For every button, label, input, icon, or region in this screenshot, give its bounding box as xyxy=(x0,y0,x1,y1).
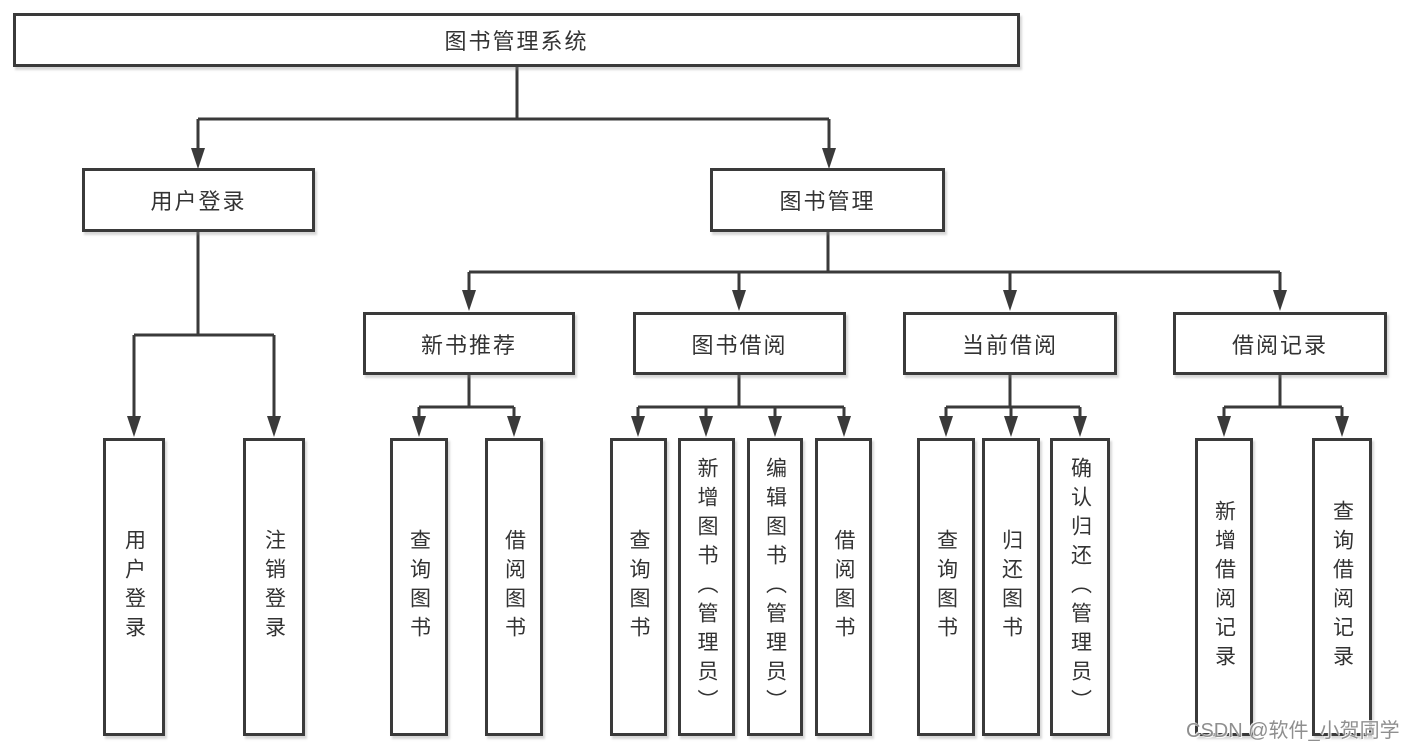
arrow-down-icon xyxy=(939,416,953,437)
leaf-current-return-books: 归还图书 xyxy=(982,438,1040,736)
node-book-borrow-label: 图书借阅 xyxy=(691,332,788,358)
connector-book-management xyxy=(467,232,1282,292)
arrow-down-icon xyxy=(732,290,746,311)
leaf-borrow-query-books: 查询图书 xyxy=(610,438,667,736)
leaf-borrow-add-books-admin-label: 新增图书（管理员） xyxy=(695,456,718,718)
leaf-logout-label: 注销登录 xyxy=(262,529,286,645)
leaf-borrow-add-books-admin: 新增图书（管理员） xyxy=(678,438,735,736)
leaf-borrow-edit-books-admin: 编辑图书（管理员） xyxy=(747,438,803,736)
leaf-records-query-record-label: 查询借阅记录 xyxy=(1330,500,1354,674)
leaf-current-query-books: 查询图书 xyxy=(917,438,975,736)
arrow-down-icon xyxy=(822,148,836,169)
arrow-down-icon xyxy=(267,416,281,437)
connector-borrow-records xyxy=(1222,375,1344,418)
leaf-records-add-record-label: 新增借阅记录 xyxy=(1212,500,1236,674)
leaf-current-return-books-label: 归还图书 xyxy=(999,529,1023,645)
leaf-records-add-record: 新增借阅记录 xyxy=(1195,438,1253,736)
node-new-book-recommend-label: 新书推荐 xyxy=(420,332,517,358)
node-new-book-recommend: 新书推荐 xyxy=(363,312,575,375)
node-current-borrow: 当前借阅 xyxy=(903,312,1117,375)
node-root-label: 图书管理系统 xyxy=(444,29,589,54)
arrow-down-icon xyxy=(631,416,645,437)
leaf-logout: 注销登录 xyxy=(243,438,305,736)
connector-root xyxy=(196,67,831,150)
arrow-down-icon xyxy=(699,416,713,437)
leaf-records-query-record: 查询借阅记录 xyxy=(1312,438,1372,736)
node-book-management: 图书管理 xyxy=(710,168,945,232)
node-user-login: 用户登录 xyxy=(82,168,315,232)
leaf-borrow-edit-books-admin-label: 编辑图书（管理员） xyxy=(763,456,787,718)
connector-current-borrow xyxy=(944,375,1082,418)
node-borrow-records-label: 借阅记录 xyxy=(1231,332,1328,358)
leaf-current-query-books-label: 查询图书 xyxy=(934,529,958,645)
arrow-down-icon xyxy=(127,416,141,437)
arrow-down-icon xyxy=(1273,290,1287,311)
node-borrow-records: 借阅记录 xyxy=(1173,312,1387,375)
node-root: 图书管理系统 xyxy=(13,13,1020,67)
leaf-recommend-query-books-label: 查询图书 xyxy=(407,529,431,645)
arrow-down-icon xyxy=(768,416,782,437)
csdn-watermark: CSDN @软件_小贺同学 xyxy=(1186,720,1400,742)
leaf-user-login: 用户登录 xyxy=(103,438,165,736)
connector-new-book-recommend xyxy=(417,375,516,418)
arrow-down-icon xyxy=(1217,416,1231,437)
node-book-management-label: 图书管理 xyxy=(779,189,876,214)
node-book-borrow: 图书借阅 xyxy=(633,312,846,375)
leaf-current-confirm-return-admin: 确认归还（管理员） xyxy=(1050,438,1110,736)
arrow-down-icon xyxy=(462,290,476,311)
leaf-recommend-query-books: 查询图书 xyxy=(390,438,448,736)
arrow-down-icon xyxy=(1004,416,1018,437)
arrow-down-icon xyxy=(507,416,521,437)
connector-book-borrow xyxy=(636,375,846,418)
arrow-down-icon xyxy=(1335,416,1349,437)
leaf-borrow-borrow-books: 借阅图书 xyxy=(815,438,872,736)
node-user-login-label: 用户登录 xyxy=(150,189,247,214)
leaf-recommend-borrow-books-label: 借阅图书 xyxy=(502,529,526,645)
leaf-current-confirm-return-admin-label: 确认归还（管理员） xyxy=(1068,456,1092,718)
leaf-borrow-borrow-books-label: 借阅图书 xyxy=(832,529,855,645)
leaf-borrow-query-books-label: 查询图书 xyxy=(627,529,650,645)
arrow-down-icon xyxy=(837,416,851,437)
connector-user-login xyxy=(132,232,276,418)
leaf-user-login-label: 用户登录 xyxy=(122,529,146,645)
node-current-borrow-label: 当前借阅 xyxy=(961,332,1058,358)
arrow-down-icon xyxy=(1003,290,1017,311)
arrow-down-icon xyxy=(412,416,426,437)
leaf-recommend-borrow-books: 借阅图书 xyxy=(485,438,543,736)
arrow-down-icon xyxy=(191,148,205,169)
arrow-down-icon xyxy=(1073,416,1087,437)
